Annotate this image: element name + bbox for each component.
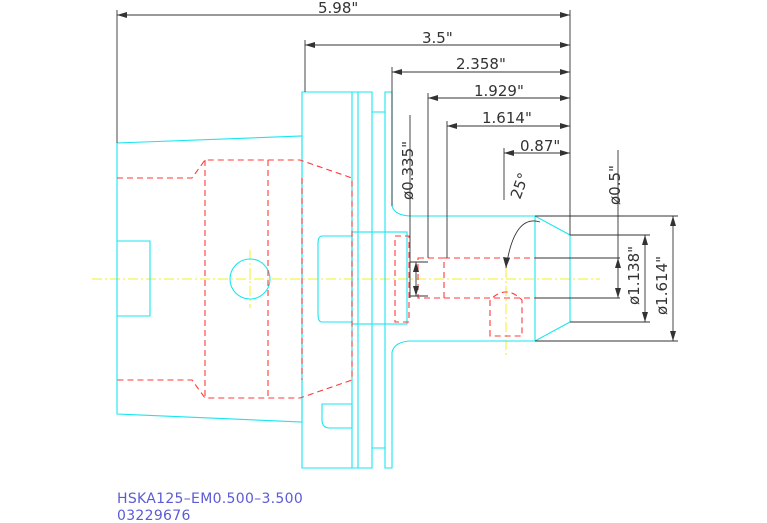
key-slot bbox=[321, 403, 353, 429]
centerlines bbox=[92, 250, 600, 355]
groove-ring-top bbox=[358, 91, 393, 206]
dim-dia-1138: ø1.138" bbox=[625, 246, 643, 305]
dim-overall-length: 5.98" bbox=[318, 0, 358, 17]
groove-ring-bottom bbox=[358, 352, 393, 469]
dim-length-1614: 1.614" bbox=[482, 109, 532, 127]
bore-recess bbox=[317, 235, 323, 323]
dim-length-087: 0.87" bbox=[520, 137, 560, 155]
dim-dia-1614: ø1.614" bbox=[653, 256, 671, 315]
end-stop-hidden bbox=[417, 257, 445, 299]
dimension-labels: 5.98" 3.5" 2.358" 1.929" 1.614" 0.87" ø0… bbox=[318, 0, 671, 315]
dim-dia-0335: ø0.335" bbox=[399, 141, 417, 200]
dim-length-2358: 2.358" bbox=[456, 55, 506, 73]
drive-slot bbox=[117, 240, 151, 317]
stop-plate bbox=[351, 231, 408, 325]
dim-gauge-length: 3.5" bbox=[422, 29, 453, 47]
part-designation: HSKA125–EM0.500–3.500 bbox=[117, 491, 303, 507]
flange-outline bbox=[301, 91, 359, 469]
shank-cavity-hidden bbox=[117, 159, 353, 399]
set-screw-hole-hidden bbox=[489, 291, 523, 337]
dimension-lines bbox=[116, 10, 678, 342]
nose-body-outline bbox=[391, 205, 571, 353]
part-number: 03229676 bbox=[117, 508, 191, 523]
taper-cross-hole bbox=[229, 258, 271, 300]
dim-length-1929: 1.929" bbox=[474, 82, 524, 100]
part-outline bbox=[116, 91, 571, 469]
part-info: HSKA125–EM0.500–3.500 03229676 bbox=[117, 491, 303, 523]
dim-dia-05: ø0.5" bbox=[606, 165, 624, 205]
dim-angle: 25° bbox=[507, 170, 533, 201]
hidden-lines bbox=[117, 159, 535, 399]
